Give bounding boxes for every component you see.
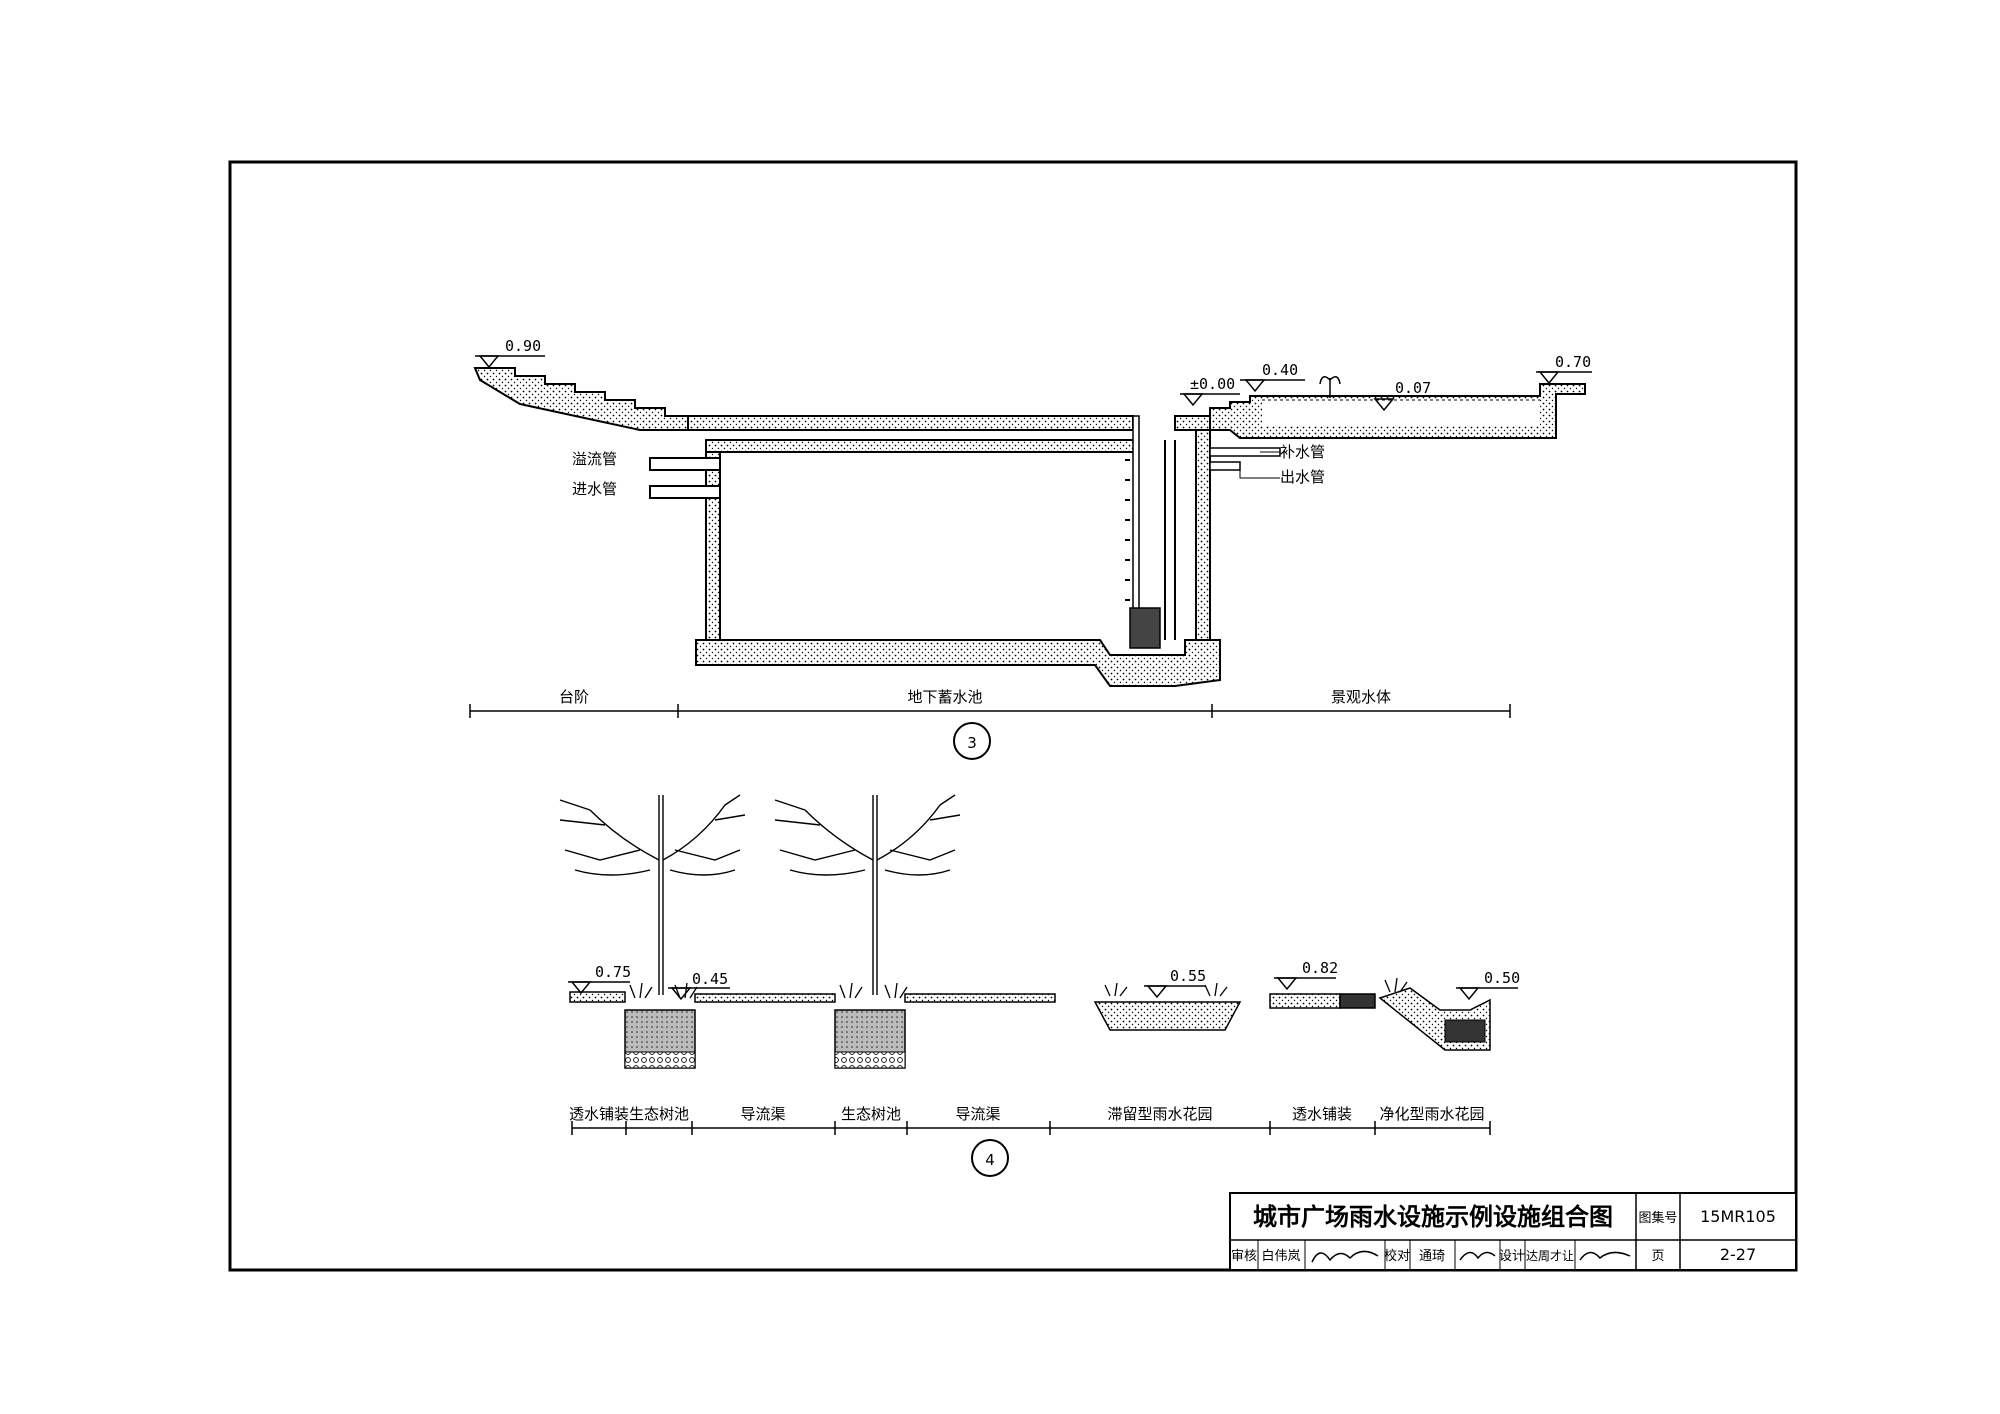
flow-channel-2 [904,993,1056,1003]
elevation-0.90: 0.90 [475,337,545,369]
tank-inner-roof [705,439,1137,453]
zone-label: 地下蓄水池 [907,688,982,706]
section-3: 0.90 ±0.00 0.40 0.07 0.70 溢流管 进水管 补水管 出水… [469,337,1592,760]
atlas-label: 图集号 [1638,1210,1677,1226]
zone-label: 导流渠 [740,1105,785,1123]
outlet-leader [1239,466,1280,479]
zone-label: 台阶 [559,688,589,706]
purification-layer [1444,1019,1486,1043]
section-4-marker [971,1139,1009,1177]
designer-signature [1579,1251,1631,1261]
elevation-label: ±0.00 [1190,375,1235,393]
tree-pit-2-gravel [834,1051,906,1069]
reviewer-signature [1311,1250,1379,1263]
title-block: 城市广场雨水设施示例设施组合图 图集号 15MR105 审核 白伟岚 校对 通琦… [1229,1192,1797,1271]
elevation-0.75: 0.75 [568,963,631,995]
zone-label: 景观水体 [1331,688,1391,706]
elevation-label: 0.45 [692,970,728,988]
elevation-0.70: 0.70 [1536,353,1592,385]
permeable-paving-right [1269,993,1341,1009]
tree-1 [559,794,746,995]
submersible-pump [1129,607,1161,649]
zone-label: 透水铺装 [569,1105,629,1123]
tree-pit-1-gravel [624,1051,696,1069]
pump-well-cap [1174,415,1211,431]
design-label: 设计 [1499,1249,1525,1264]
section-4-number: 4 [985,1151,995,1169]
drawing-title: 城市广场雨水设施示例设施组合图 [1253,1203,1613,1231]
tank-floor [695,639,1221,687]
elevation-0.55: 0.55 [1144,967,1206,999]
retention-rain-garden [1093,1001,1242,1031]
zone-label: 透水铺装 [1292,1105,1352,1123]
elevation-0.50: 0.50 [1456,969,1520,1001]
section-3-zone-line [469,704,1511,718]
pump-well-right-wall [1195,429,1211,641]
elevation-label: 0.75 [595,963,631,981]
review-label: 审核 [1231,1249,1257,1264]
checker-name: 通琦 [1419,1249,1445,1264]
atlas-number: 15MR105 [1700,1207,1776,1226]
overflow-pipe-label: 溢流管 [572,450,617,468]
permeable-paving-right-base [1339,993,1376,1009]
zone-label: 导流渠 [955,1105,1000,1123]
elevation-label: 0.70 [1555,353,1591,371]
outlet-pipe-label: 出水管 [1280,468,1325,486]
pond-water [1262,400,1540,426]
inlet-pipe [649,485,721,499]
page-number: 2-27 [1720,1245,1756,1264]
elevation-zero: ±0.00 [1180,375,1240,407]
check-label: 校对 [1384,1248,1410,1264]
page-label: 页 [1651,1249,1664,1264]
elevation-label: 0.07 [1395,379,1431,397]
fountain-icon [1319,376,1341,398]
checker-signature [1459,1251,1496,1261]
overflow-pipe [649,457,721,471]
steps [473,367,689,431]
elevation-0.82: 0.82 [1274,959,1338,991]
sheet-border [228,160,1798,1272]
reviewer-name: 白伟岚 [1261,1248,1300,1264]
zone-label: 生态树池 [629,1105,689,1123]
section-4-zone-line [571,1121,1491,1135]
elevation-0.40: 0.40 [1240,361,1305,393]
section-4: 0.75 0.45 0.55 0.82 0.50 [559,794,1520,1177]
outlet-pipe [1209,461,1241,471]
tree-2 [774,794,961,995]
makeup-pipe-label: 补水管 [1280,443,1325,461]
section-3-number: 3 [967,734,977,752]
ladder-rungs [1125,459,1130,601]
zone-label: 生态树池 [841,1105,901,1123]
elevation-label: 0.40 [1262,361,1298,379]
elevation-0.45: 0.45 [668,970,730,1001]
pump-well-left-wall [1132,415,1140,641]
elevation-label: 0.90 [505,337,541,355]
elevation-label: 0.50 [1484,969,1520,987]
elevation-label: 0.82 [1302,959,1338,977]
zone-label: 净化型雨水花园 [1379,1105,1484,1123]
permeable-paving-left [569,991,626,1003]
section-3-marker [953,722,991,760]
designer-name: 达周才让 [1526,1249,1574,1263]
elevation-0.07: 0.07 [1373,379,1431,412]
elevation-label: 0.55 [1170,967,1206,985]
zone-label: 滞留型雨水花园 [1107,1105,1212,1123]
flow-channel-1 [694,993,836,1003]
inlet-pipe-label: 进水管 [572,480,617,498]
grass-tufts [629,977,1408,999]
tank-roof-slab [687,415,1134,431]
